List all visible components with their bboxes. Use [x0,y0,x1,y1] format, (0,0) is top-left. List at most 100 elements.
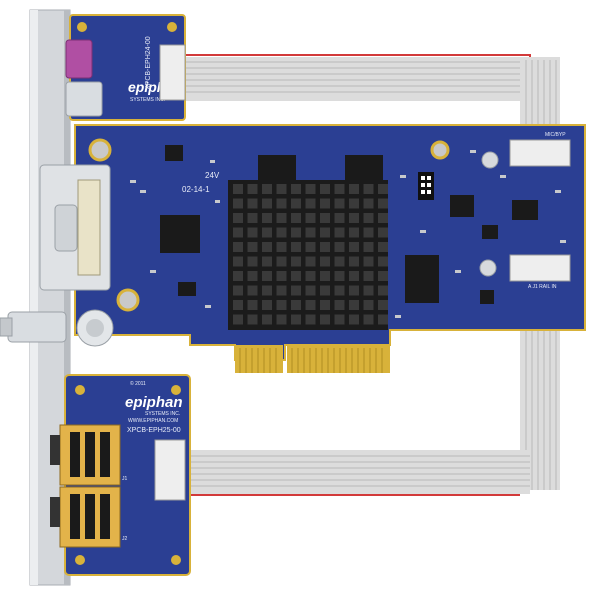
heatsink-fin [262,271,272,281]
heatsink-fin [291,285,301,296]
heatsink-fin [276,271,287,281]
heatsink-fin [378,271,388,281]
chip [178,282,196,296]
heatsink-fin [233,227,243,238]
bottom-board-brand: epiphan [125,394,183,411]
bottom-board-brand-sub: SYSTEMS INC. [145,411,180,417]
heatsink-fin [378,300,388,310]
heatsink-fin [305,227,316,238]
heatsink-fin [291,300,301,310]
heatsink-fin [247,314,258,325]
chip [450,195,474,217]
heatsink-fin [320,300,330,310]
heatsink-fin [291,242,301,252]
heatsink-fin [247,300,258,310]
heatsink-fin [233,300,243,310]
heatsink-fin [349,314,359,325]
chip [345,155,383,183]
heatsink-fin [305,285,316,296]
chip [165,145,183,161]
heatsink-fin [349,213,359,223]
heatsink-fin [262,242,272,252]
main-board-connector-lower [509,254,571,282]
heatsink-fin [233,184,243,194]
heatsink-fin [233,256,243,267]
heatsink-fin [276,256,287,267]
heatsink-fin [291,198,301,209]
heatsink-fin [378,198,388,209]
main-board-label-c: MIC/BYP [545,132,566,138]
heatsink-fin [276,213,287,223]
heatsink-fin [320,242,330,252]
heatsink [228,180,388,330]
hdmi-port [65,39,93,79]
heatsink-fin [334,242,345,252]
heatsink-fin [291,227,301,238]
heatsink-fin [349,242,359,252]
chip [482,225,498,239]
heatsink-fin [320,256,330,267]
heatsink-fin [247,285,258,296]
heatsink-fin [233,271,243,281]
heatsink-fin [305,271,316,281]
heatsink-fin [305,314,316,325]
bottom-board-j2: J2 [122,536,128,542]
heatsink-fin [378,256,388,267]
heatsink-fin [233,213,243,223]
bottom-board-j1: J1 [122,476,128,482]
mount-hole [88,138,112,162]
main-pcb: 02-14-1 24V MIC/BYP A J1 RAIL IN [74,124,586,373]
usb-port [65,81,103,117]
chip [160,215,200,253]
heatsink-fin [233,242,243,252]
bottom-daughter-board: © 2011 epiphan SYSTEMS INC. WWW.EPIPHAN.… [50,374,191,576]
bottom-board-url: WWW.EPIPHAN.COM [128,418,178,424]
heatsink-fin [363,285,374,296]
heatsink-fin [378,285,388,296]
heatsink-fin [334,300,345,310]
heatsink-fin [363,184,374,194]
heatsink-fin [247,271,258,281]
heatsink-fin [320,271,330,281]
heatsink-fin [363,227,374,238]
pci-bracket [29,9,71,586]
main-board-label-b: 24V [205,171,220,180]
mount-hole [116,288,140,312]
heatsink-fin [363,242,374,252]
heatsink-fin [247,242,258,252]
heatsink-fin [305,242,316,252]
heatsink-fin [276,314,287,325]
chip [258,155,296,183]
heatsink-fin [276,227,287,238]
heatsink-fin [305,184,316,194]
dvi-connector [39,164,111,291]
bottom-board-part: XPCB-EPH25-00 [127,427,181,434]
heatsink-fin [247,184,258,194]
heatsink-fin [305,256,316,267]
heatsink-fin [334,184,345,194]
heatsink-fin [262,198,272,209]
heatsink-fin [378,184,388,194]
heatsink-fin [334,227,345,238]
heatsink-fin [320,184,330,194]
heatsink-fin [363,300,374,310]
heatsink-fin [349,198,359,209]
heatsink-fin [247,227,258,238]
heatsink-fin [262,285,272,296]
heatsink-fin [378,314,388,325]
heatsink-fin [276,300,287,310]
heatsink-fin [262,184,272,194]
top-daughter-board: epiphan SYSTEMS INC. XPCB-EPH24-00 [65,14,186,121]
heatsink-fin [276,198,287,209]
mount-hole [430,140,450,160]
heatsink-fin [262,227,272,238]
heatsink-fin [320,198,330,209]
heatsink-fin [233,314,243,325]
main-board-label-d: A J1 RAIL IN [528,284,557,290]
heatsink-fin [305,213,316,223]
heatsink-fin [276,285,287,296]
heatsink-fin [334,314,345,325]
bottom-board-copyright: © 2011 [130,380,146,387]
heatsink-fin [334,198,345,209]
